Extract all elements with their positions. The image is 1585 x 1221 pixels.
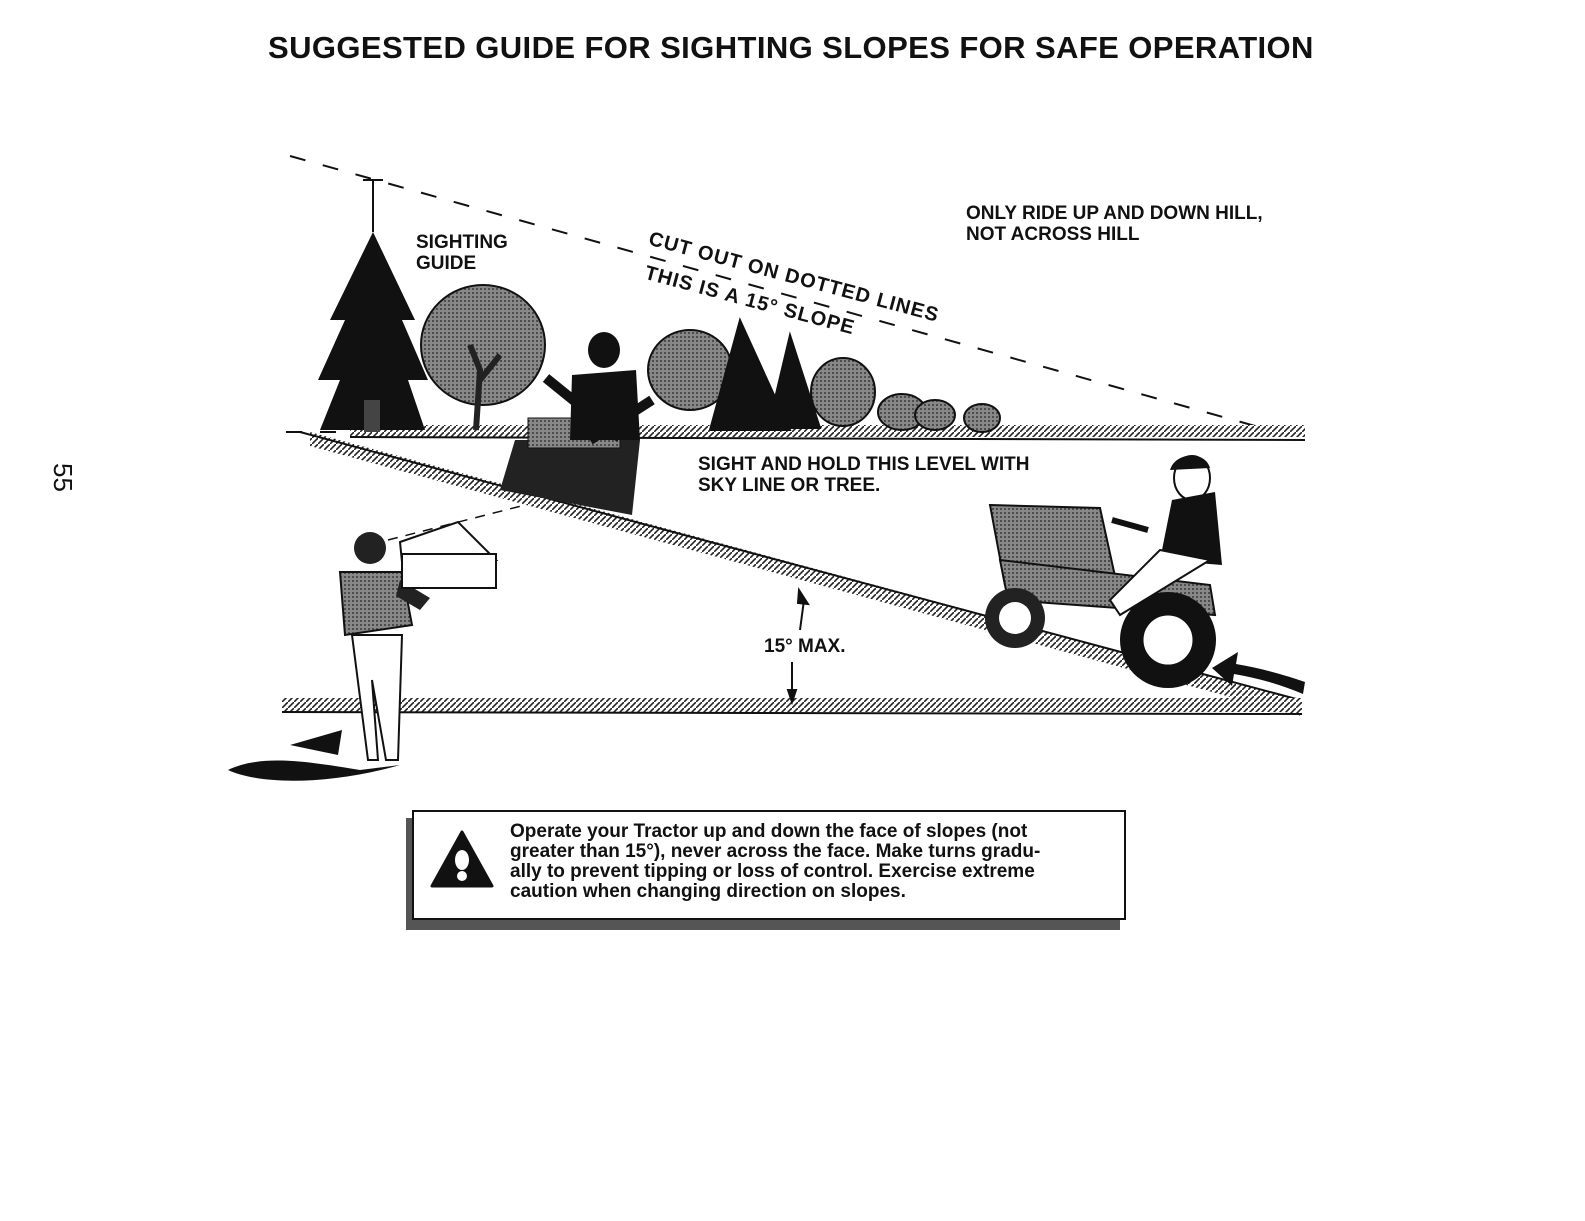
pine-tree-icon <box>318 232 428 432</box>
sighting-guide-outline <box>286 155 1299 439</box>
direction-arrow-icon <box>1212 652 1305 694</box>
sighting-guide-label: SIGHTING GUIDE <box>416 232 508 274</box>
page-title: SUGGESTED GUIDE FOR SIGHTING SLOPES FOR … <box>268 30 1314 65</box>
slope-illustration <box>228 155 1306 781</box>
angle-indicator <box>786 586 810 706</box>
deciduous-tree-icon <box>420 284 546 431</box>
slope-surface <box>310 432 1300 716</box>
sight-instruction-label: SIGHT AND HOLD THIS LEVEL WITH SKY LINE … <box>698 454 1030 496</box>
warning-box: Operate your Tractor up and down the fac… <box>412 810 1126 920</box>
handheld-guide-icon <box>398 520 499 589</box>
observer-person-icon <box>228 532 430 781</box>
horizon-ground <box>350 425 1305 437</box>
riding-tractor-icon <box>985 455 1222 688</box>
tractor-on-guide-icon <box>500 332 655 515</box>
far-trees-icon <box>647 317 1001 433</box>
warning-text: Operate your Tractor up and down the fac… <box>510 821 1041 902</box>
warning-triangle-icon <box>430 830 494 888</box>
angle-label: 15° MAX. <box>764 636 846 657</box>
ride-instruction-label: ONLY RIDE UP AND DOWN HILL, NOT ACROSS H… <box>966 203 1263 245</box>
